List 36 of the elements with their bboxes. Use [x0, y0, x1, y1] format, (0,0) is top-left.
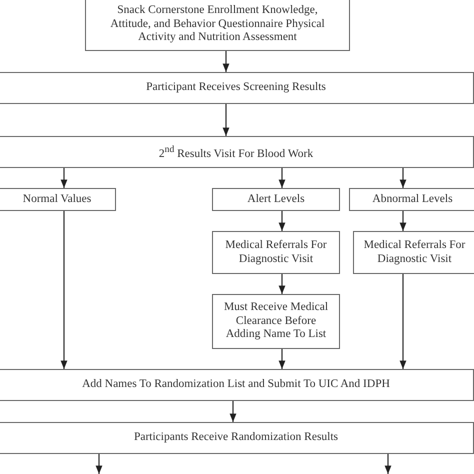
process-box [0, 72, 474, 104]
arrow [384, 454, 392, 474]
arrow [278, 211, 286, 231]
box-text: Abnormal Levels [372, 192, 453, 206]
arrow [60, 211, 68, 369]
process-box [0, 136, 474, 168]
arrow [278, 168, 286, 188]
arrow [60, 168, 68, 188]
box-text: Participant Receives Screening Results [146, 81, 326, 95]
arrow [400, 274, 406, 369]
arrow [230, 401, 236, 422]
arrow [400, 211, 406, 231]
box-text: 2$^{nd}$ Results Visit For Blood Work [158, 142, 314, 162]
process-box [85, 0, 350, 51]
process-box [353, 231, 474, 274]
arrow [278, 274, 286, 294]
process-box [212, 231, 340, 274]
arrow [278, 349, 286, 369]
process-box [0, 188, 116, 211]
box-text: Alert Levels [247, 192, 305, 206]
box-text: Participants Receive Randomization Results [134, 431, 338, 445]
box-text: Medical Referrals For Diagnostic Visit [224, 239, 328, 266]
arrow [96, 454, 102, 474]
process-box [212, 188, 340, 211]
arrow [222, 104, 230, 136]
arrow [222, 51, 230, 72]
box-text: Add Names To Randomization List and Submit To UIC And IDPH [82, 378, 390, 392]
arrow [400, 168, 406, 188]
box-text: Normal Values [22, 192, 92, 206]
box-text: Must Receive Medical Clearance Before Adding Name To List [222, 301, 330, 342]
process-box [349, 188, 474, 211]
process-box [0, 369, 474, 401]
box-text: Medical Referrals For Diagnostic Visit [362, 239, 466, 266]
process-box [0, 422, 474, 454]
process-box [212, 294, 340, 349]
box-text: Snack Cornerstone Enrollment Knowledge, Attitude, and Behavior Questionnaire Physical Activity and Nutrition Assessment [109, 4, 326, 45]
